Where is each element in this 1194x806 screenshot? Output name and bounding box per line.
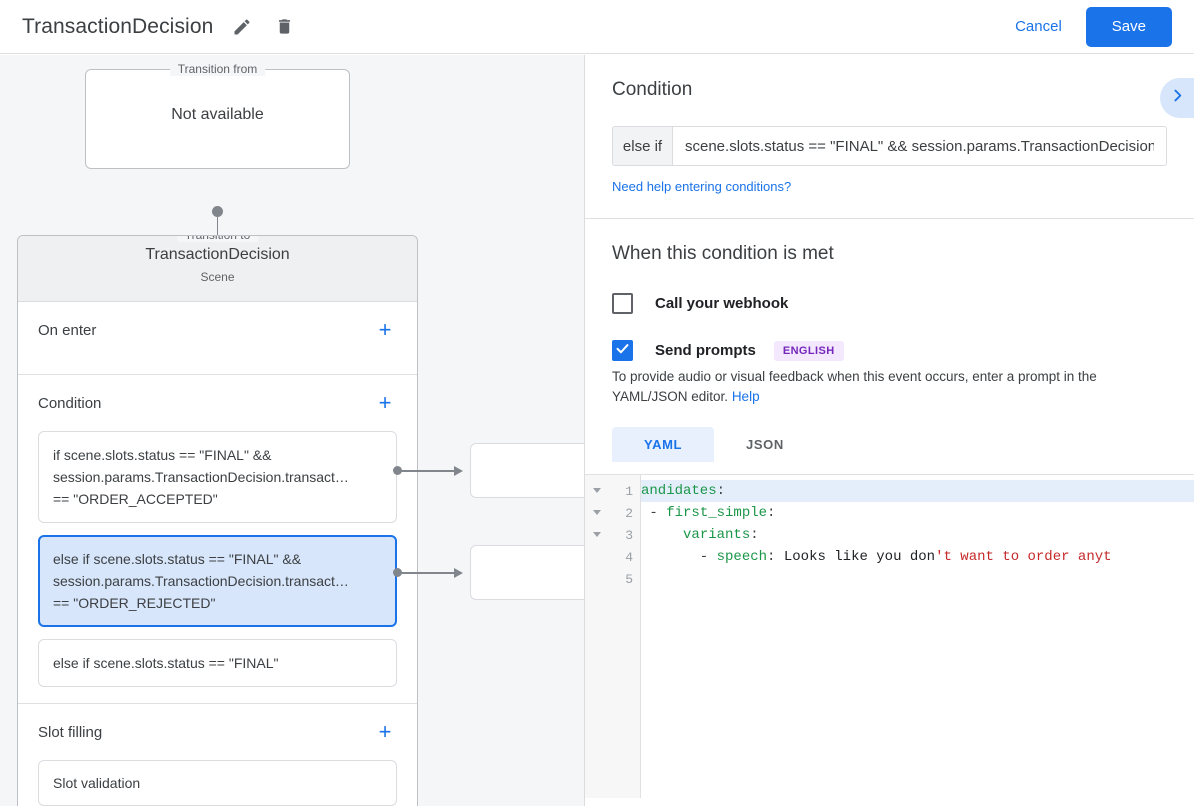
editor-format-tabs: YAML JSON xyxy=(612,427,1167,462)
prompts-description-text: To provide audio or visual feedback when… xyxy=(612,369,1097,404)
fold-triangle-icon[interactable] xyxy=(593,532,601,537)
transition-from-node[interactable]: Transition from Not available xyxy=(85,62,350,169)
when-condition-met-heading: When this condition is met xyxy=(612,243,834,264)
editor-line-number: 1 xyxy=(585,480,640,502)
editor-code-line[interactable]: andidates: xyxy=(641,480,1194,502)
edge-arrow-condition-2 xyxy=(454,568,463,578)
when-condition-met-section: When this condition is met Call your web… xyxy=(585,219,1194,462)
scene-card-header: TransactionDecision Scene xyxy=(18,236,417,302)
condition-section-heading: Condition xyxy=(612,79,693,100)
collapse-panel-button[interactable] xyxy=(1160,78,1194,118)
need-help-conditions-link[interactable]: Need help entering conditions? xyxy=(612,179,792,194)
connector-dot xyxy=(212,206,223,217)
top-bar: TransactionDecision Cancel Save xyxy=(0,0,1194,54)
call-webhook-row[interactable]: Call your webhook xyxy=(612,293,1167,314)
editor-code-area[interactable]: andidates: - first_simple: variants: - s… xyxy=(641,475,1194,798)
condition-expression-input[interactable] xyxy=(673,127,1166,165)
call-webhook-checkbox[interactable] xyxy=(612,293,633,314)
section-on-enter-header: On enter + xyxy=(38,302,397,358)
language-badge: ENGLISH xyxy=(773,340,844,361)
send-prompts-label: Send prompts xyxy=(655,342,756,359)
condition-item-selected[interactable]: else if scene.slots.status == "FINAL" &&… xyxy=(38,535,397,627)
send-prompts-row[interactable]: Send prompts ENGLISH xyxy=(612,340,1167,361)
edit-title-button[interactable] xyxy=(227,12,257,42)
fold-triangle-icon[interactable] xyxy=(593,488,601,493)
section-slot-filling: Slot filling + Slot validation xyxy=(18,704,417,806)
editor-code-line[interactable]: variants: xyxy=(683,527,759,543)
condition-prefix-label: else if xyxy=(613,127,673,165)
section-condition-title: Condition xyxy=(38,394,102,412)
edge-dot-condition-2 xyxy=(393,568,402,577)
edge-line-condition-2 xyxy=(400,572,455,574)
transition-to-legend: Transition to xyxy=(176,236,259,242)
target-node-2[interactable] xyxy=(470,545,585,600)
transition-from-legend: Transition from xyxy=(169,62,266,76)
condition-item[interactable]: else if scene.slots.status == "FINAL" xyxy=(38,639,397,687)
transition-from-label: Not available xyxy=(171,106,264,123)
section-on-enter: On enter + xyxy=(18,302,417,375)
prompts-description: To provide audio or visual feedback when… xyxy=(612,367,1167,407)
add-slot-filling-plus-icon[interactable]: + xyxy=(378,719,392,744)
trash-icon xyxy=(275,17,294,36)
chevron-right-icon xyxy=(1169,87,1186,109)
cancel-button[interactable]: Cancel xyxy=(1001,10,1076,43)
scene-graph-canvas[interactable]: Transition from Not available Transition… xyxy=(0,55,585,806)
editor-code-line[interactable] xyxy=(641,568,1194,590)
condition-editor-section: Condition else if Need help entering con… xyxy=(585,55,1194,219)
editor-code-line[interactable]: - speech: Looks like you don't want to o… xyxy=(641,549,1112,565)
help-link[interactable]: Help xyxy=(731,389,760,404)
transition-to-node[interactable]: Transition to TransactionDecision Scene … xyxy=(17,235,418,806)
scene-card-title: TransactionDecision xyxy=(145,246,290,263)
section-condition-header: Condition + xyxy=(38,375,397,431)
edge-line-condition-1 xyxy=(400,470,455,472)
slot-validation-item[interactable]: Slot validation xyxy=(38,760,397,806)
call-webhook-label: Call your webhook xyxy=(655,295,789,312)
add-condition-plus-icon[interactable]: + xyxy=(378,390,392,415)
check-icon xyxy=(615,341,630,361)
edge-arrow-condition-1 xyxy=(454,466,463,476)
add-on-enter-plus-icon[interactable]: + xyxy=(378,317,392,342)
panel-divider xyxy=(584,55,585,806)
editor-line-number: 2 xyxy=(585,502,640,524)
delete-button[interactable] xyxy=(269,12,299,42)
editor-line-number: 4 xyxy=(625,549,633,565)
send-prompts-checkbox[interactable] xyxy=(612,340,633,361)
section-condition: Condition + if scene.slots.status == "FI… xyxy=(18,375,417,704)
editor-code-line[interactable]: - first_simple: xyxy=(641,505,776,521)
section-slot-filling-header: Slot filling + xyxy=(38,704,397,760)
save-button[interactable]: Save xyxy=(1085,6,1172,47)
condition-item[interactable]: if scene.slots.status == "FINAL" && sess… xyxy=(38,431,397,523)
page-title: TransactionDecision xyxy=(22,14,214,38)
tab-json[interactable]: JSON xyxy=(746,437,784,452)
editor-line-number: 5 xyxy=(625,571,633,587)
target-node-1[interactable] xyxy=(470,443,585,498)
fold-triangle-icon[interactable] xyxy=(593,510,601,515)
tab-yaml[interactable]: YAML xyxy=(612,427,715,462)
condition-input-row[interactable]: else if xyxy=(612,126,1167,166)
condition-details-panel: Condition else if Need help entering con… xyxy=(585,55,1194,806)
scene-card-subtitle: Scene xyxy=(200,270,235,284)
edge-dot-condition-1 xyxy=(393,466,402,475)
section-on-enter-title: On enter xyxy=(38,321,97,339)
editor-line-number: 3 xyxy=(585,524,640,546)
section-slot-filling-title: Slot filling xyxy=(38,723,103,741)
pencil-icon xyxy=(232,17,252,37)
